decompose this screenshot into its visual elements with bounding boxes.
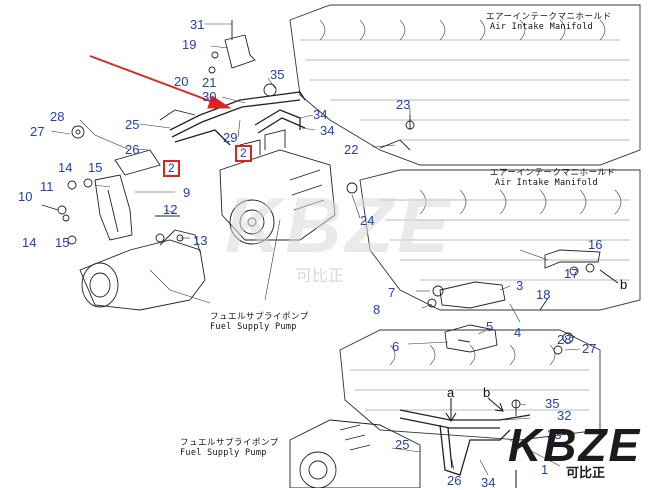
- callout-20: 20: [174, 74, 189, 89]
- callout-29: 29: [223, 130, 238, 145]
- callout-25-top: 25: [125, 117, 140, 132]
- callout-6: 6: [392, 339, 400, 354]
- watermark-brand: KBZE: [225, 181, 454, 269]
- callout-1: 1: [541, 462, 549, 477]
- brand-logo: KBZE: [508, 419, 642, 471]
- callout-13: 13: [193, 233, 208, 248]
- highlighted-callout-2-right: 2: [235, 145, 252, 162]
- callout-16: 16: [588, 237, 603, 252]
- callout-14-bottom: 14: [22, 235, 37, 250]
- callout-34-bottom: 34: [481, 475, 496, 490]
- air-intake-label-en-top: Air Intake Manifold: [490, 22, 593, 32]
- callout-26-top: 26: [125, 142, 140, 157]
- callout-22: 22: [344, 142, 359, 157]
- callout-17: 17: [564, 266, 579, 281]
- callout-b-bottom: b: [483, 385, 491, 400]
- callout-27-right: 27: [582, 341, 597, 356]
- highlighted-callout-2-left: 2: [163, 160, 180, 177]
- callout-24: 24: [360, 213, 375, 228]
- callout-26-bottom: 26: [447, 473, 462, 488]
- callout-10: 10: [18, 189, 33, 204]
- callout-34-b: 34: [320, 123, 335, 138]
- callout-b-right: b: [620, 277, 628, 292]
- fuel-pump-label-en-bottom: Fuel Supply Pump: [180, 448, 267, 458]
- highlight-arrow: [89, 55, 232, 109]
- callout-14-top: 14: [58, 160, 73, 175]
- callout-5: 5: [486, 319, 494, 334]
- callout-12: 12: [163, 202, 178, 217]
- callout-a: a: [447, 385, 455, 400]
- callout-31: 31: [190, 17, 205, 32]
- callout-27-left: 27: [30, 124, 45, 139]
- callout-19: 19: [182, 37, 197, 52]
- air-intake-label-jp-top: エアーインテークマニホールド: [486, 12, 612, 22]
- callout-32: 32: [557, 408, 572, 423]
- callout-4: 4: [514, 325, 522, 340]
- callout-30: 30: [202, 89, 217, 104]
- brand-logo-sub: 可比正: [566, 466, 606, 481]
- fuel-pump-label-en-mid: Fuel Supply Pump: [210, 322, 297, 332]
- callout-28-left: 28: [50, 109, 65, 124]
- callout-9: 9: [183, 185, 191, 200]
- callout-18: 18: [536, 287, 551, 302]
- callout-25-bottom: 25: [395, 437, 410, 452]
- callout-15-bottom: 15: [55, 235, 70, 250]
- callout-21: 21: [202, 75, 217, 90]
- callout-33: 33: [547, 427, 562, 442]
- air-intake-label-jp-mid: エアーインテークマニホールド: [490, 168, 616, 178]
- callout-28-right: 28: [557, 332, 572, 347]
- fuel-pump-label-jp-bottom: フュエルサプライポンプ: [180, 438, 279, 448]
- callout-34-a: 34: [313, 107, 328, 122]
- callout-8: 8: [373, 302, 381, 317]
- callout-3: 3: [516, 278, 524, 293]
- callout-7: 7: [388, 285, 396, 300]
- fuel-pump-label-jp-mid: フュエルサプライポンプ: [210, 312, 309, 322]
- callout-23: 23: [396, 97, 411, 112]
- callout-35-top: 35: [270, 67, 285, 82]
- callout-35-bottom: 35: [545, 396, 560, 411]
- air-intake-label-en-mid: Air Intake Manifold: [495, 178, 598, 188]
- watermark-sub: 可比正: [296, 266, 345, 285]
- callout-15-top: 15: [88, 160, 103, 175]
- callout-11: 11: [40, 179, 54, 194]
